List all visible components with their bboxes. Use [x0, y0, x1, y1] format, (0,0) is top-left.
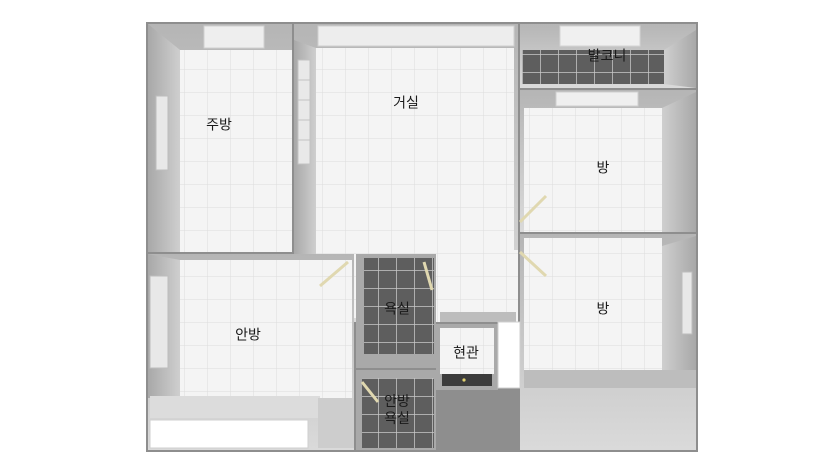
- label-bathroom: 욕실: [384, 301, 410, 318]
- room-2: [520, 234, 696, 450]
- kitchen-room: [148, 24, 292, 252]
- master-bathroom: [356, 370, 436, 450]
- entrance: [436, 321, 521, 390]
- label-master: 안방: [235, 327, 261, 344]
- label-entrance: 현관: [453, 345, 479, 362]
- label-room-1: 방: [596, 160, 610, 177]
- bathroom: [356, 254, 436, 368]
- kitchen-window: [155, 95, 169, 171]
- label-master-bathroom: 안방 욕실: [384, 394, 410, 428]
- label-room-2: 방: [596, 301, 610, 318]
- label-kitchen: 주방: [206, 117, 232, 134]
- room-1: [520, 90, 696, 232]
- label-balcony: 발코니: [587, 48, 627, 65]
- room-2-window: [681, 271, 693, 335]
- label-living: 거실: [393, 95, 419, 112]
- balcony-room: [520, 24, 696, 88]
- living-window: [297, 59, 311, 165]
- master-window: [149, 275, 169, 369]
- label-master-bathroom-line2: 욕실: [384, 411, 410, 427]
- label-master-bathroom-line1: 안방: [384, 394, 410, 410]
- door-markers: [319, 194, 548, 403]
